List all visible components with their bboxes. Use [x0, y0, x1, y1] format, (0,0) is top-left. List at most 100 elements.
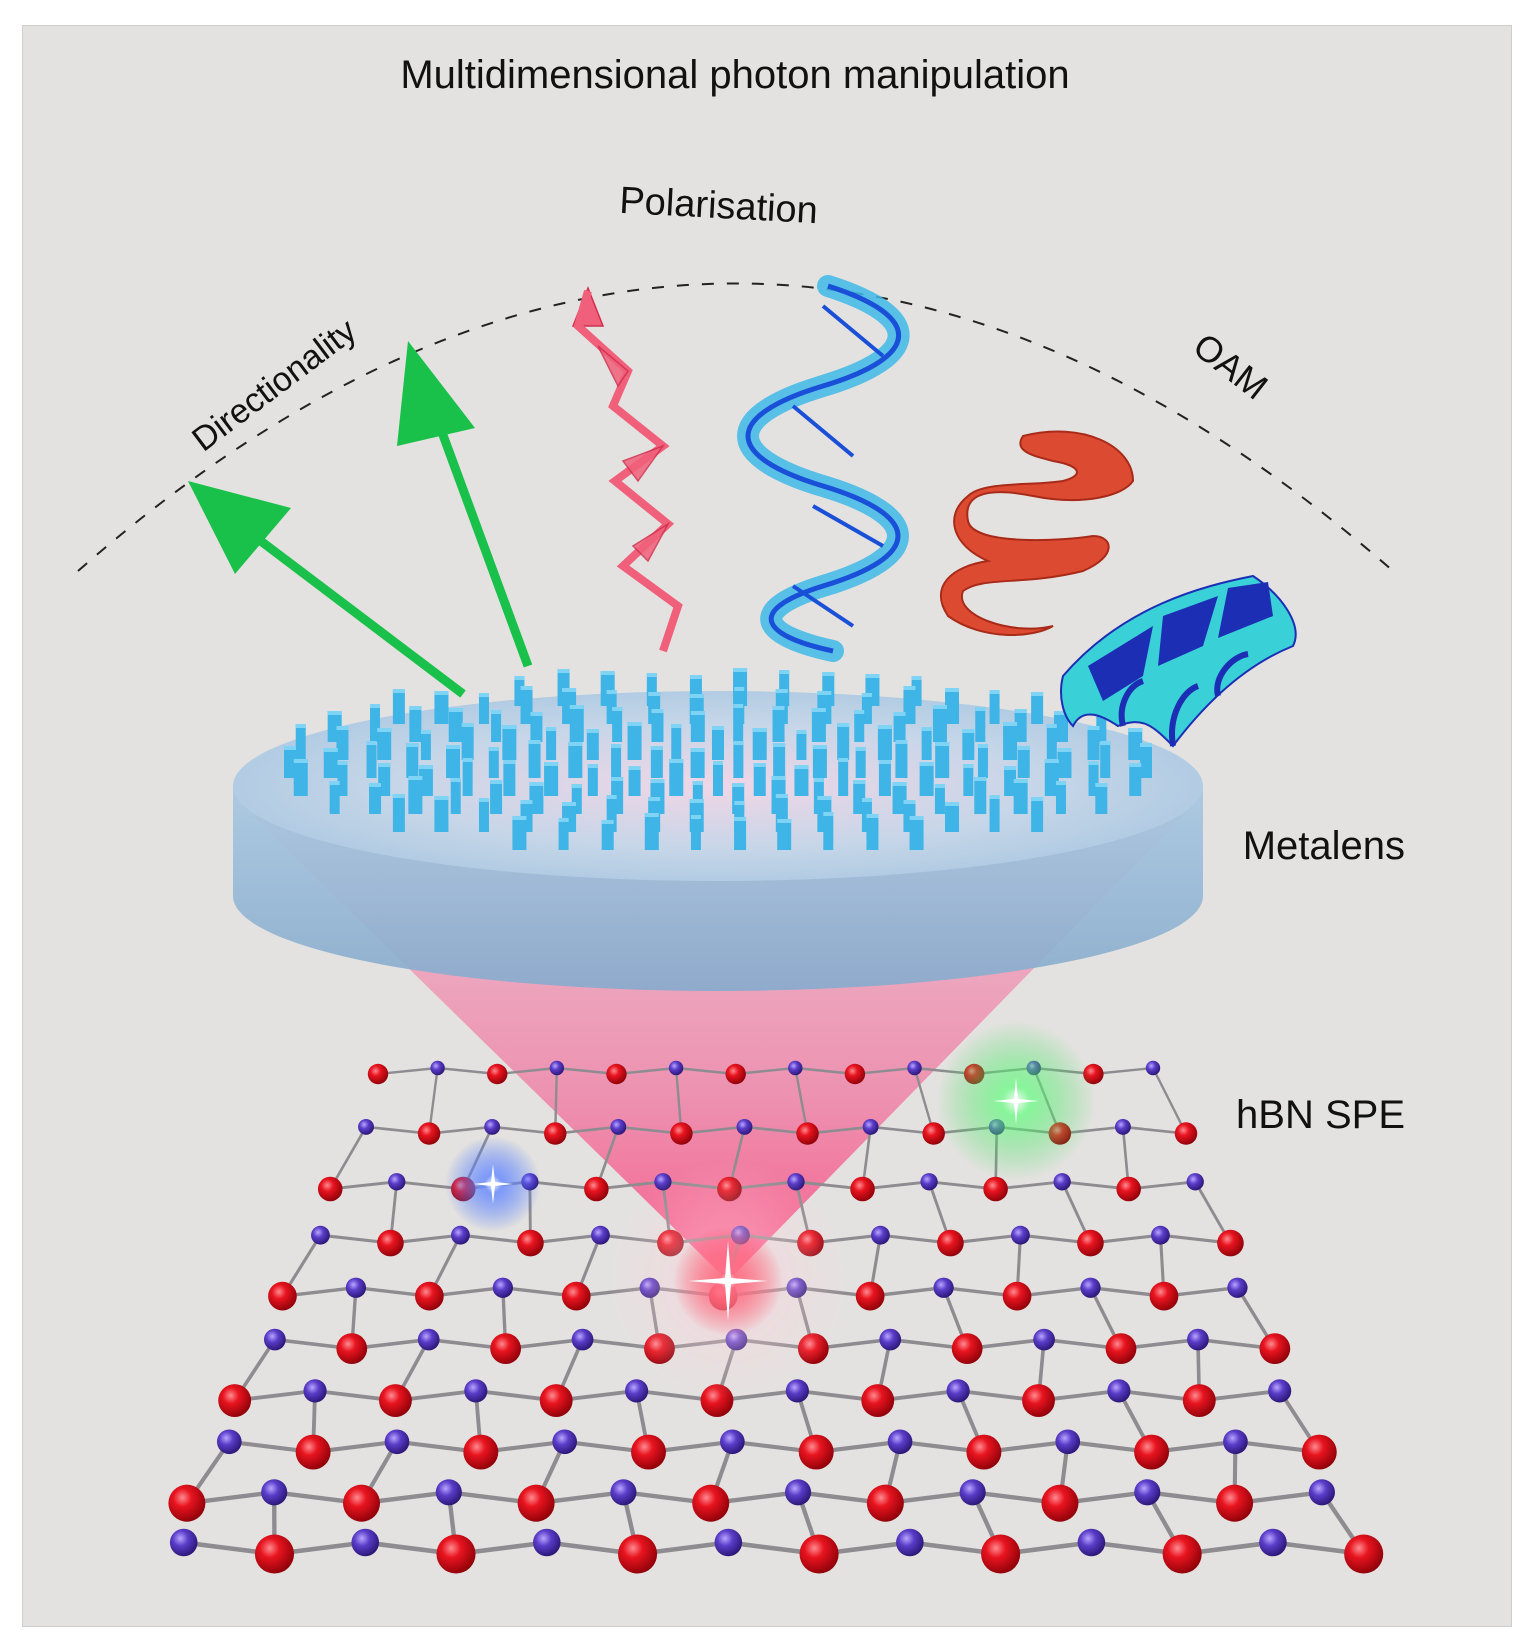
- nitrogen-atom: [784, 1479, 812, 1506]
- nanopillar: [974, 777, 987, 814]
- nitrogen-atom: [591, 1225, 610, 1245]
- boron-atom: [539, 1384, 573, 1417]
- nanopillar: [892, 782, 907, 814]
- boron-atom: [544, 1122, 567, 1145]
- nanopillar: [392, 689, 405, 724]
- nanopillar: [544, 762, 559, 796]
- nanopillar: [823, 812, 834, 850]
- nanopillar: [1003, 722, 1018, 760]
- nanopillar: [794, 765, 809, 796]
- nanopillar: [1004, 766, 1017, 796]
- oam-blue-helix: [1060, 574, 1297, 748]
- nitrogen-atom: [720, 1429, 745, 1455]
- boron-atom: [168, 1484, 206, 1522]
- boron-atom: [490, 1333, 522, 1365]
- nanopillar: [461, 723, 474, 760]
- nitrogen-atom: [484, 1118, 501, 1135]
- boron-atom: [584, 1176, 609, 1202]
- nanopillar: [733, 741, 744, 778]
- nitrogen-atom: [549, 1060, 565, 1076]
- nanopillar: [520, 686, 533, 724]
- nitrogen-atom: [920, 1173, 938, 1191]
- figure-title: Multidimensional photon manipulation: [400, 53, 1069, 97]
- boron-atom: [436, 1534, 476, 1574]
- metalens: [233, 668, 1203, 991]
- boron-atom: [417, 1122, 441, 1145]
- nitrogen-atom: [1145, 1060, 1161, 1076]
- nanopillar: [295, 724, 306, 760]
- nanopillar: [712, 726, 724, 760]
- nanopillar: [1057, 748, 1072, 778]
- schematic-illustration: Multidimensional photon manipulation Dir…: [77, 53, 1405, 1574]
- nitrogen-atom: [351, 1528, 380, 1557]
- nanopillar: [446, 745, 461, 778]
- figure-frame: Multidimensional photon manipulation Dir…: [22, 25, 1512, 1627]
- emitter-blue: [445, 1136, 541, 1232]
- nanopillar: [772, 706, 785, 742]
- boron-atom: [463, 1434, 499, 1470]
- nanopillar: [989, 795, 1000, 832]
- boron-atom: [798, 1434, 834, 1470]
- boron-atom: [796, 1122, 819, 1145]
- nanopillar: [895, 740, 908, 778]
- nanopillar: [409, 706, 422, 742]
- nanopillar: [690, 815, 701, 850]
- nanopillar: [945, 802, 960, 832]
- nanopillar: [854, 710, 865, 742]
- nanopillar: [284, 746, 296, 778]
- boron-atom: [1182, 1384, 1216, 1417]
- boron-atom: [606, 1063, 627, 1085]
- nanopillar: [644, 813, 659, 850]
- nitrogen-atom: [1107, 1379, 1131, 1403]
- nanopillar: [1087, 726, 1100, 760]
- nanopillar: [1100, 741, 1111, 778]
- nitrogen-atom: [862, 1118, 879, 1135]
- boron-atom: [1022, 1384, 1055, 1417]
- boron-atom: [1116, 1176, 1141, 1202]
- boron-atom: [367, 1063, 389, 1085]
- boron-atom: [983, 1176, 1008, 1202]
- nanopillar: [713, 761, 723, 796]
- nitrogen-atom: [169, 1528, 198, 1557]
- boron-atom: [631, 1434, 666, 1470]
- oam-red-helix: [939, 430, 1135, 636]
- nanopillar: [752, 728, 767, 760]
- nanopillar: [1031, 797, 1044, 832]
- nitrogen-atom: [1227, 1277, 1248, 1298]
- boron-atom: [966, 1434, 1002, 1470]
- nanopillar: [934, 784, 945, 814]
- nitrogen-atom: [492, 1277, 513, 1298]
- nanopillar: [733, 704, 744, 742]
- nanopillar: [777, 819, 792, 850]
- nanopillar: [945, 688, 960, 724]
- nanopillar: [370, 704, 381, 742]
- nitrogen-atom: [1115, 1118, 1131, 1135]
- nitrogen-atom: [736, 1118, 753, 1135]
- nitrogen-atom: [896, 1528, 924, 1557]
- nanopillar: [911, 676, 922, 706]
- boron-atom: [1077, 1229, 1104, 1257]
- nanopillar: [392, 794, 405, 832]
- nanopillar: [408, 776, 423, 814]
- nitrogen-atom: [417, 1328, 440, 1351]
- nanopillar: [378, 763, 391, 796]
- boron-atom: [1301, 1434, 1337, 1470]
- nitrogen-atom: [358, 1118, 374, 1135]
- nitrogen-atom: [1077, 1528, 1106, 1557]
- nanopillar: [503, 760, 516, 796]
- nitrogen-atom: [1186, 1173, 1204, 1191]
- nanopillar: [1013, 779, 1028, 814]
- nanopillar: [690, 711, 705, 742]
- nanopillar-array: [284, 668, 1152, 850]
- nanopillar: [921, 727, 932, 760]
- boron-atom: [1105, 1333, 1137, 1365]
- nanopillar: [1053, 711, 1068, 742]
- nitrogen-atom: [430, 1060, 445, 1076]
- boron-atom: [855, 1281, 885, 1311]
- nanopillar: [329, 781, 340, 814]
- nanopillar: [478, 798, 489, 832]
- boron-atom: [692, 1484, 730, 1522]
- nanopillar: [418, 765, 433, 796]
- nanopillar: [488, 747, 499, 778]
- nanopillar: [528, 740, 541, 778]
